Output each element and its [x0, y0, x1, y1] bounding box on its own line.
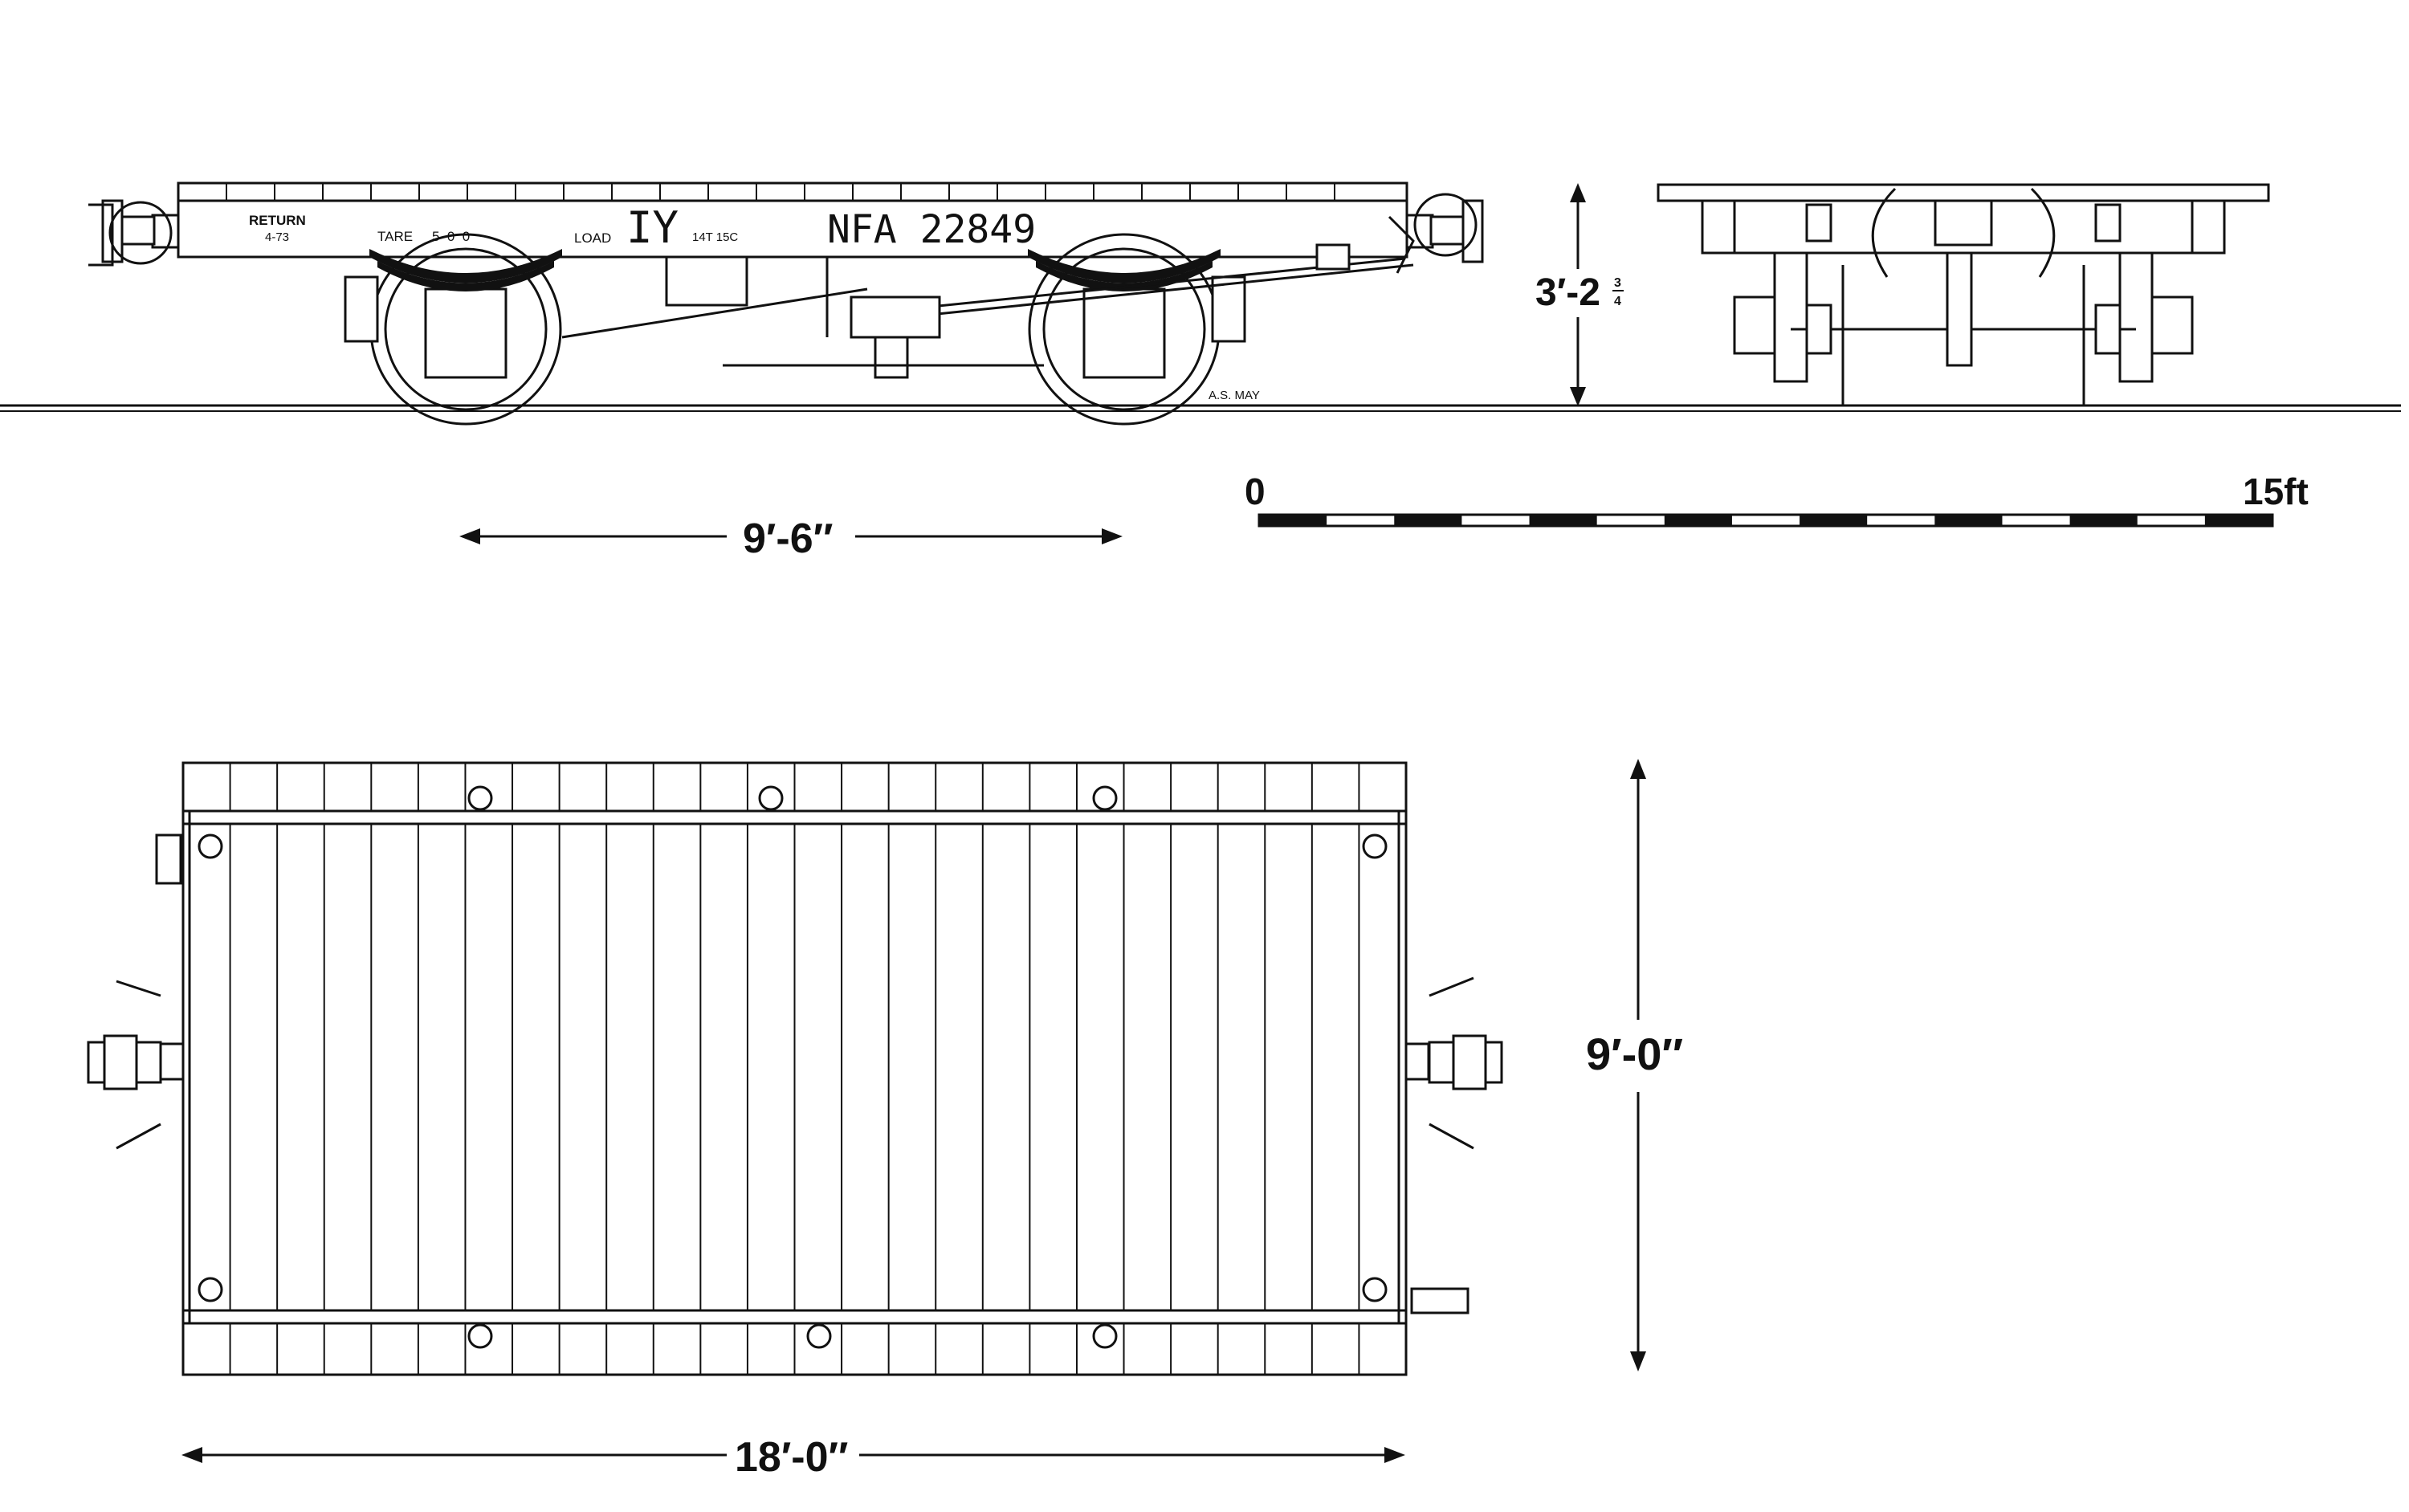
rope-ring [467, 785, 493, 811]
length-label: 18′-0″ [735, 1434, 848, 1481]
return-date: 4-73 [265, 230, 289, 244]
side-markings: RETURN 4-73 TARE 5 0 0 LOAD IY 14T 15C N… [249, 202, 1260, 402]
plan-planks [229, 763, 1360, 1375]
end-wheelset [1733, 251, 2194, 383]
wheelbase-dimension: 9′-6″ [459, 516, 1123, 562]
rope-ring [1092, 785, 1118, 811]
scale-segment [1529, 515, 1597, 526]
scale-segment [2069, 515, 2138, 526]
return-label: RETURN [249, 213, 306, 228]
height-label: 3′-2 [1535, 271, 1600, 314]
load-label: LOAD [574, 230, 611, 246]
width-label: 9′-0″ [1586, 1029, 1683, 1079]
wheelbase-label: 9′-6″ [743, 516, 834, 562]
scale-end-label: 15ft [2243, 471, 2309, 512]
plan-view [87, 761, 1503, 1376]
scale-segment [1934, 515, 2003, 526]
rope-ring [467, 1323, 493, 1349]
scale-bar: 0 15ft [1245, 471, 2309, 528]
right-coupling [1404, 976, 1503, 1314]
width-dimension: 9′-0″ [1586, 759, 1683, 1371]
length-dimension: 18′-0″ [181, 1434, 1405, 1481]
left-coupling [87, 833, 185, 1150]
scale-segment [1394, 515, 1462, 526]
scale-segment [1259, 515, 1327, 526]
wagon-number: NFA 22849 [827, 207, 1036, 252]
corner-ring [198, 833, 223, 859]
scale-segments [1259, 515, 2272, 526]
rope-ring [758, 785, 784, 811]
end-elevation [1657, 183, 2401, 407]
side-elevation: RETURN 4-73 TARE 5 0 0 LOAD IY 14T 15C N… [0, 181, 2401, 426]
side-deck-plank-joints [226, 183, 1335, 201]
side-solebar [177, 199, 1408, 259]
end-deck [1657, 183, 2270, 202]
scale-segment [1800, 515, 1868, 526]
right-buffers [1388, 193, 1484, 274]
scale-start-label: 0 [1245, 471, 1266, 512]
right-wheelset [1028, 233, 1246, 426]
plan-solebar-top [181, 809, 1408, 825]
corner-ring [198, 1277, 223, 1302]
side-deck [177, 181, 1408, 202]
brake-gear [561, 243, 1414, 379]
left-wheelset [344, 233, 562, 426]
rope-ring [806, 1323, 832, 1349]
plan-solebar-bottom [181, 1309, 1408, 1325]
load-class: IY [626, 202, 679, 253]
scale-segment [1664, 515, 1732, 526]
tare-label: TARE [377, 229, 413, 244]
corner-ring [1362, 833, 1388, 859]
end-buffers [1805, 187, 2122, 278]
tare-value: 5 0 0 [432, 229, 470, 244]
drawing-credit: A.S. MAY [1209, 389, 1260, 402]
scale-segment [2204, 515, 2272, 526]
load-weight: 14T 15C [692, 230, 738, 244]
corner-ring [1362, 1277, 1388, 1302]
height-dimension: 3′-2 3 4 [1526, 183, 1630, 406]
height-fraction-numerator: 3 [1614, 276, 1621, 290]
left-buffers [88, 199, 180, 267]
rope-ring [1092, 1323, 1118, 1349]
height-fraction-denominator: 4 [1614, 295, 1621, 308]
